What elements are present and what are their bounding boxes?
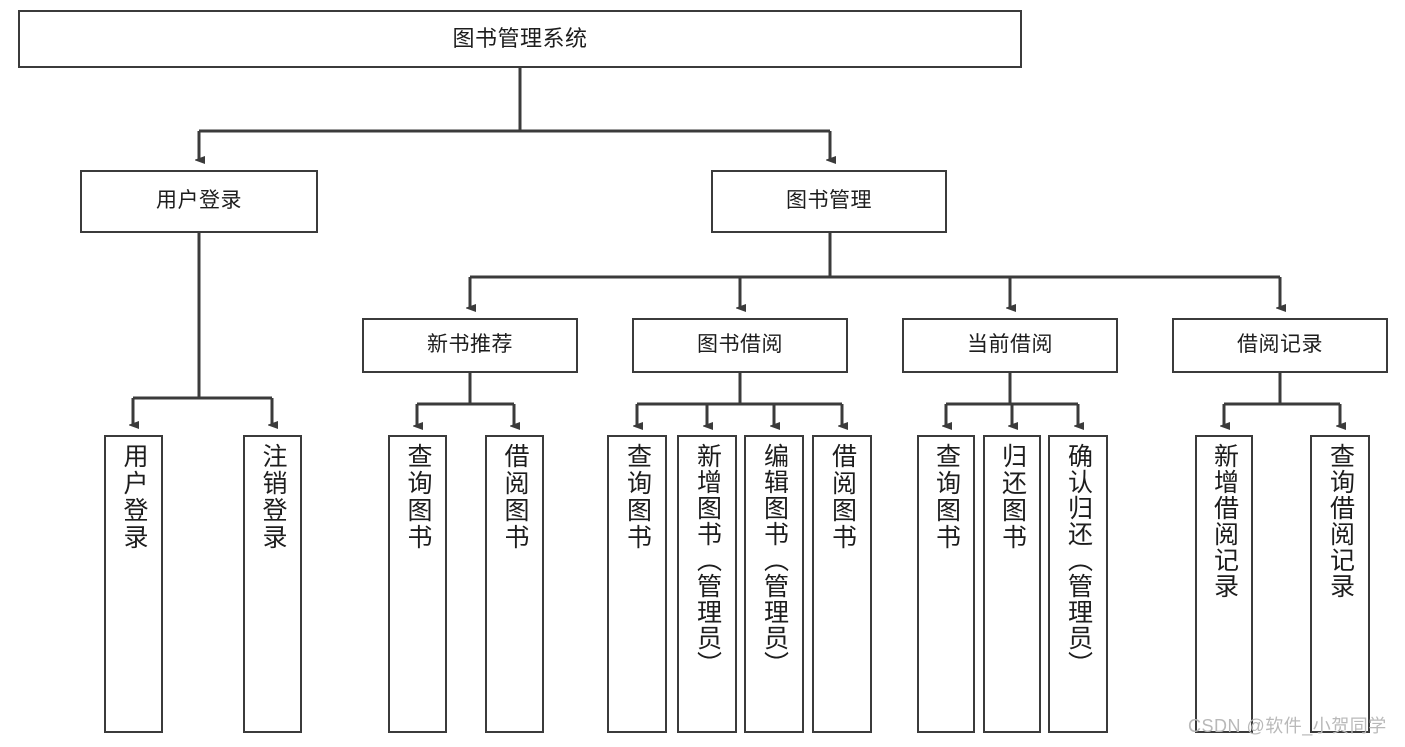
leaf-borrow-book-label: 借阅图书: [828, 443, 857, 551]
node-book-management-label: 图书管理: [786, 189, 872, 213]
leaf-return-book-label: 归还图书: [998, 443, 1027, 551]
leaf-query-book-borrow[interactable]: 查询图书: [607, 435, 667, 733]
leaf-borrow-book-recommend[interactable]: 借阅图书: [485, 435, 544, 733]
node-current-borrow-label: 当前借阅: [967, 333, 1053, 357]
leaf-logout[interactable]: 注销登录: [243, 435, 302, 733]
leaf-user-login[interactable]: 用户登录: [104, 435, 163, 733]
node-root[interactable]: 图书管理系统: [18, 10, 1022, 68]
csdn-watermark: CSDN @软件_小贺同学: [1188, 716, 1387, 736]
leaf-borrow-book-recommend-label: 借阅图书: [501, 443, 529, 551]
leaf-query-borrow-record-label: 查询借阅记录: [1326, 443, 1355, 599]
leaf-logout-label: 注销登录: [259, 443, 287, 551]
leaf-query-book-current[interactable]: 查询图书: [917, 435, 975, 733]
node-book-borrow-label: 图书借阅: [697, 333, 783, 357]
node-borrow-record[interactable]: 借阅记录: [1172, 318, 1388, 373]
leaf-edit-book-admin-label: 编辑图书（管理员）: [760, 443, 789, 677]
leaf-query-book-current-label: 查询图书: [932, 443, 961, 551]
leaf-confirm-return-admin-label: 确认归还（管理员）: [1064, 443, 1093, 677]
leaf-add-borrow-record[interactable]: 新增借阅记录: [1195, 435, 1253, 733]
leaf-edit-book-admin[interactable]: 编辑图书（管理员）: [744, 435, 804, 733]
leaf-add-book-admin[interactable]: 新增图书（管理员）: [677, 435, 737, 733]
node-new-book-recommend[interactable]: 新书推荐: [362, 318, 578, 373]
node-user-login[interactable]: 用户登录: [80, 170, 318, 233]
leaf-user-login-label: 用户登录: [120, 443, 148, 551]
leaf-query-book-recommend[interactable]: 查询图书: [388, 435, 447, 733]
node-current-borrow[interactable]: 当前借阅: [902, 318, 1118, 373]
leaf-query-book-recommend-label: 查询图书: [404, 443, 432, 551]
node-root-label: 图书管理系统: [452, 26, 588, 52]
leaf-add-borrow-record-label: 新增借阅记录: [1210, 443, 1239, 599]
leaf-query-book-borrow-label: 查询图书: [623, 443, 652, 551]
node-book-management[interactable]: 图书管理: [711, 170, 947, 233]
leaf-add-book-admin-label: 新增图书（管理员）: [693, 443, 722, 677]
node-new-book-recommend-label: 新书推荐: [427, 333, 513, 357]
leaf-borrow-book[interactable]: 借阅图书: [812, 435, 872, 733]
node-user-login-label: 用户登录: [156, 189, 242, 213]
leaf-query-borrow-record[interactable]: 查询借阅记录: [1310, 435, 1370, 733]
leaf-confirm-return-admin[interactable]: 确认归还（管理员）: [1048, 435, 1108, 733]
leaf-return-book[interactable]: 归还图书: [983, 435, 1041, 733]
node-book-borrow[interactable]: 图书借阅: [632, 318, 848, 373]
node-borrow-record-label: 借阅记录: [1237, 333, 1323, 357]
